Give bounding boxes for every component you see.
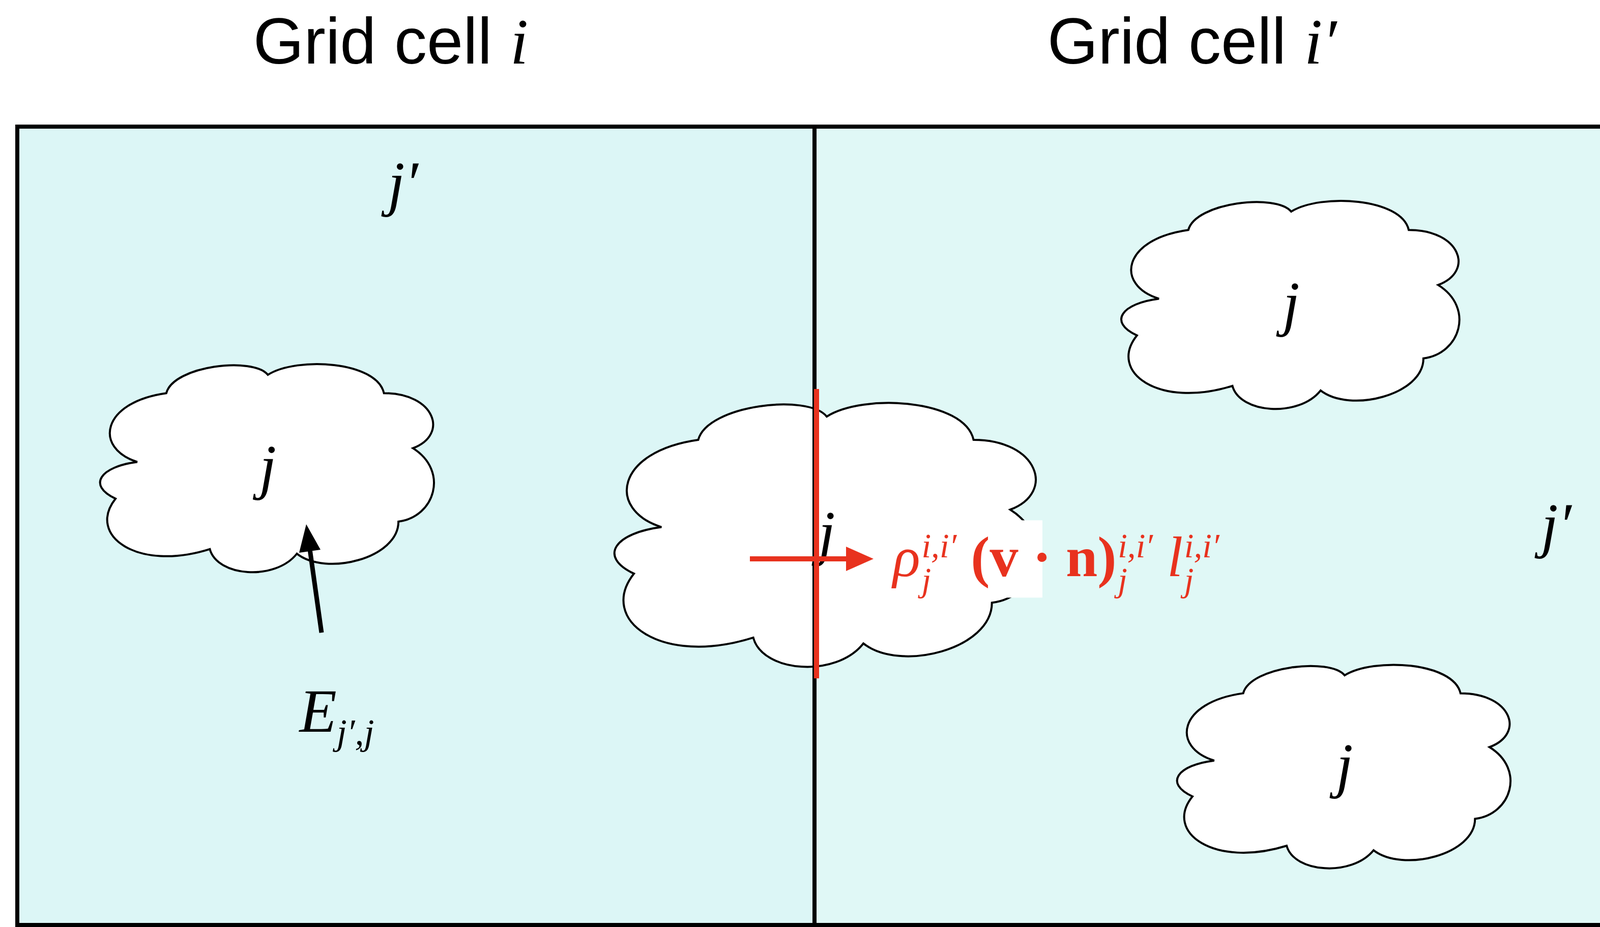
cloud-label: j [1335, 730, 1353, 801]
index-stack: ji,i′ [1184, 529, 1220, 598]
entrainment-label: Ej′,j [299, 672, 374, 758]
text-run: i′ [1304, 5, 1337, 78]
cloud-label: j [259, 431, 277, 503]
cloud-label: j [818, 498, 835, 569]
entrainment-arrow-shaft [309, 549, 322, 633]
cloud-outline-path [614, 402, 1037, 667]
subscript: j′,j [336, 712, 375, 753]
text-run: Grid cell [1047, 4, 1305, 78]
grid-cell-box: jjGrid cell i′j′ [812, 124, 1600, 927]
superscript: i,i′ [1117, 529, 1153, 564]
cloud-outline-path [100, 364, 434, 573]
cloud-shape: j [597, 387, 1057, 679]
cloud-shape: j [1107, 188, 1475, 419]
grid-cell-title: Grid cell i [253, 3, 529, 80]
cloud-shape: j [1163, 653, 1526, 878]
flux-arrow-head [846, 546, 874, 572]
index-stack: ji,i′ [1117, 529, 1153, 598]
grid-cell-box: jjGrid cell ij′ [15, 124, 817, 927]
cloud-outline-path [1177, 664, 1511, 869]
cloud-outline-path [1121, 200, 1460, 410]
flux-arrow-shaft [749, 556, 850, 562]
entrainment-arrow-head [299, 524, 321, 554]
environment-label: j′ [1540, 490, 1572, 561]
flux-interface-line [813, 389, 820, 679]
cloud-label: j [1282, 268, 1300, 339]
text-run: l [1152, 525, 1183, 589]
text-run: Grid cell [253, 4, 511, 78]
text-run: E [299, 677, 337, 746]
text-run: i [510, 5, 529, 78]
subscript: j [1117, 563, 1153, 598]
subscript: j [1184, 563, 1220, 598]
grid-cell-title: Grid cell i′ [1047, 3, 1337, 80]
cloud-shape: j [86, 352, 450, 582]
superscript: i,i′ [1184, 529, 1220, 564]
environment-label: j′ [387, 148, 419, 219]
